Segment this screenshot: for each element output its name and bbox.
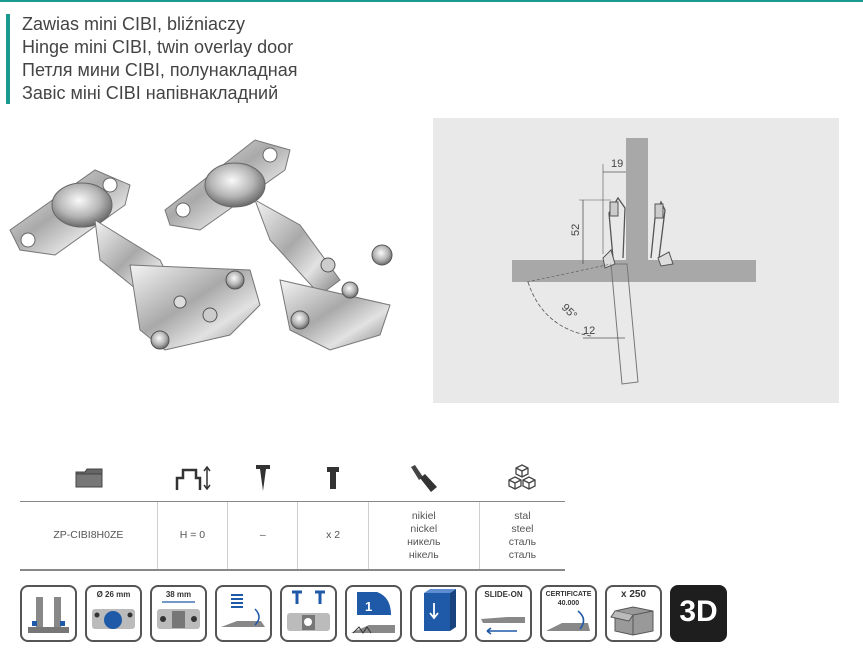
cubes-icon (479, 455, 565, 501)
cabinet-side-panel (626, 138, 648, 262)
spring-adjust-icon (215, 585, 272, 642)
hinge-photo (9, 139, 393, 351)
pack-quantity-icon: x 250 (605, 585, 662, 642)
title-pl: Zawias mini CIBI, bliźniaczy (22, 14, 246, 34)
spec-header-icons (20, 455, 565, 501)
bolt-screw-icon (298, 455, 368, 501)
folder-icon (20, 455, 158, 501)
step-one-icon: 1 (345, 585, 402, 642)
paint-brush-icon (368, 455, 479, 501)
title-ru: Петля мини CIBI, полунакладная (22, 60, 298, 80)
twin-overlay-icon (20, 585, 77, 642)
wood-screw-icon (228, 455, 298, 501)
dim-bottom: 12 (583, 325, 595, 337)
three-d-icon: 3D (670, 585, 727, 642)
product-titles: Zawias mini CIBI, bliźniaczy Hinge mini … (22, 13, 298, 105)
bolt-screw-value: x 2 (297, 502, 367, 569)
dim-top: 19 (611, 158, 623, 170)
dim-height: 52 (570, 224, 582, 236)
spec-bottom-divider (20, 569, 565, 571)
height-adjust-icon (158, 455, 228, 501)
dim-angle: 95° (559, 302, 579, 322)
cup-diameter-icon: Ø 26 mm (85, 585, 142, 642)
top-accent-line (0, 0, 863, 2)
title-en: Hinge mini CIBI, twin overlay door (22, 37, 294, 57)
height-value: H = 0 (156, 502, 227, 569)
wood-screw-value: – (227, 502, 297, 569)
svg-text:1: 1 (365, 599, 372, 614)
technical-drawing: 19 52 95° 12 (433, 118, 839, 403)
three-d-label: 3D (679, 595, 718, 628)
product-code: ZP-CIBI8H0ZE (53, 529, 124, 541)
title-accent-bar (6, 14, 10, 104)
hole-spacing-icon: 38 mm (150, 585, 207, 642)
screw-mount-icon (280, 585, 337, 642)
slide-on-icon: SLIDE-ON (475, 585, 532, 642)
slide-mount-icon (410, 585, 467, 642)
left-hinge (9, 169, 261, 351)
right-hinge (164, 139, 393, 351)
spec-header-divider (20, 501, 565, 502)
opened-door-outline (610, 263, 639, 385)
door-panel (512, 260, 756, 282)
title-uk: Завіс міні CIBI напівнакладний (22, 83, 279, 103)
